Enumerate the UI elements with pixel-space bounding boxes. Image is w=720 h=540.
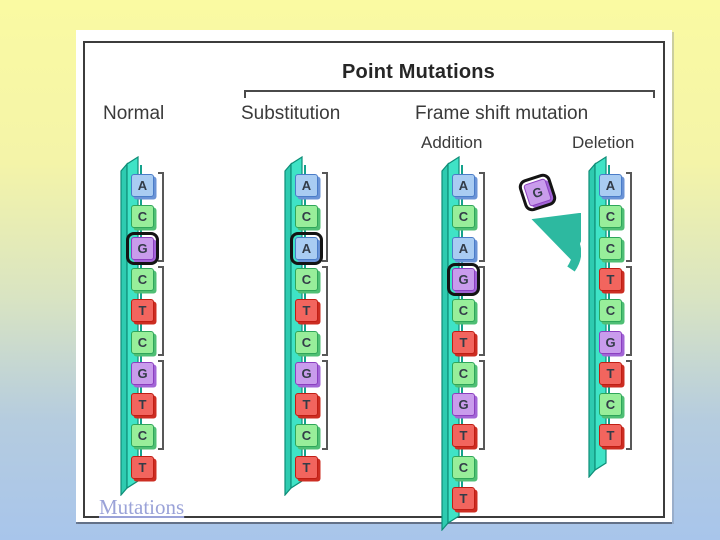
diagram-title: Point Mutations (342, 61, 495, 83)
slide: Point Mutations Normal Substitution Fram… (76, 30, 672, 531)
label-substitution: Substitution (241, 103, 341, 124)
label-deletion: Deletion (572, 133, 635, 152)
base-square-c: C (599, 205, 622, 228)
base-square-g: G (452, 393, 475, 416)
point-mutations-bracket (244, 90, 655, 98)
base-square-a: A (290, 232, 323, 265)
base-square-c: C (131, 205, 154, 228)
codon-bracket (158, 172, 164, 262)
base-square-t: T (452, 424, 475, 447)
base-square-t: T (295, 393, 318, 416)
mutations-link[interactable]: Mutations (99, 495, 185, 519)
codon-bracket (158, 266, 164, 356)
deleted-base-square: G (516, 171, 559, 214)
label-frame-shift-mutation: Frame shift mutation (415, 103, 589, 124)
base-square-c: C (295, 268, 318, 291)
base-square-c: C (599, 299, 622, 322)
base-square-a: A (452, 237, 475, 260)
base-square-g: G (295, 362, 318, 385)
base-square-c: C (295, 331, 318, 354)
codon-bracket (322, 172, 328, 262)
codon-bracket (479, 360, 485, 450)
base-square-c: C (599, 393, 622, 416)
codon-bracket (626, 360, 632, 450)
label-normal: Normal (103, 103, 165, 124)
codon-bracket (626, 172, 632, 262)
codon-bracket (479, 172, 485, 262)
base-square-t: T (131, 393, 154, 416)
codon-bracket (322, 266, 328, 356)
base-square-a: A (131, 174, 154, 197)
base-square-c: C (295, 424, 318, 447)
base-square-c: C (131, 268, 154, 291)
point-mutations-diagram: Point Mutations Normal Substitution Fram… (83, 41, 665, 531)
base-square-t: T (599, 268, 622, 291)
base-square-c: C (452, 299, 475, 322)
base-square-g: G (126, 232, 159, 265)
base-square-c: C (295, 205, 318, 228)
base-square-c: C (131, 424, 154, 447)
base-square-t: T (131, 456, 154, 479)
base-square-g: G (447, 263, 480, 296)
base-square-c: C (452, 362, 475, 385)
base-square-g: G (131, 362, 154, 385)
base-square-c: C (452, 456, 475, 479)
codon-bracket (158, 360, 164, 450)
base-square-c: C (452, 205, 475, 228)
codon-bracket (479, 266, 485, 356)
base-square-t: T (599, 424, 622, 447)
base-square-t: T (131, 299, 154, 322)
base-square-a: A (599, 174, 622, 197)
base-square-a: A (295, 174, 318, 197)
diagram-frame (83, 41, 665, 518)
label-addition: Addition (421, 133, 483, 152)
codon-bracket (626, 266, 632, 356)
base-square-t: T (452, 487, 475, 510)
base-square-a: A (452, 174, 475, 197)
base-square-t: T (599, 362, 622, 385)
base-square-c: C (599, 237, 622, 260)
codon-bracket (322, 360, 328, 450)
base-square-t: T (295, 299, 318, 322)
base-square-g: G (599, 331, 622, 354)
base-square-t: T (452, 331, 475, 354)
base-square-t: T (295, 456, 318, 479)
base-square-c: C (131, 331, 154, 354)
deletion-arrow-icon (531, 213, 581, 272)
